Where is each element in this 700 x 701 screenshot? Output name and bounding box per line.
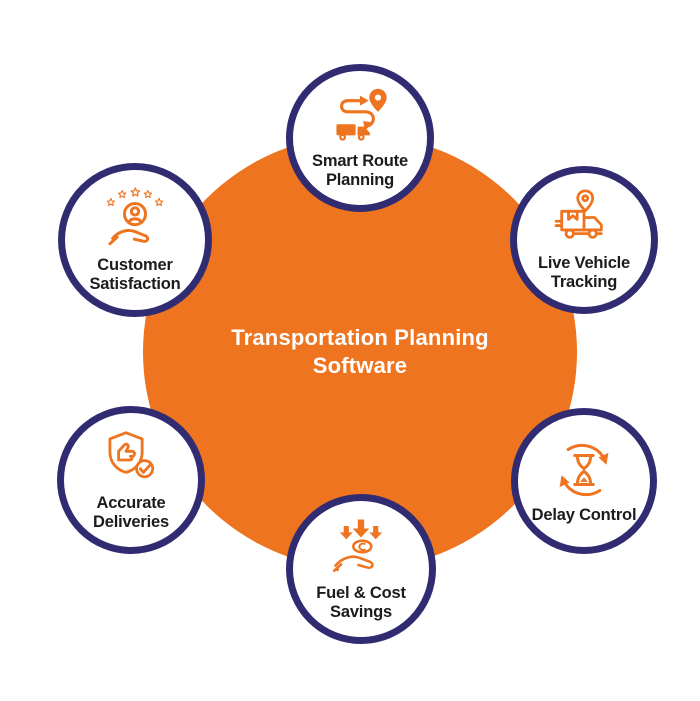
route-truck-pin-icon bbox=[336, 88, 387, 141]
hourglass-refresh-icon bbox=[559, 444, 609, 497]
node-fuel-cost-savings: Fuel & Cost Savings bbox=[286, 494, 436, 644]
hand-person-stars-icon bbox=[106, 187, 164, 246]
node-label-fuel-cost-savings: Fuel & Cost Savings bbox=[316, 584, 406, 621]
hand-coins-arrows-icon bbox=[332, 519, 383, 573]
node-smart-route-planning: Smart Route Planning bbox=[286, 64, 434, 212]
node-customer-satisfaction: Customer Satisfaction bbox=[58, 163, 212, 317]
node-live-vehicle-tracking: Live Vehicle Tracking bbox=[510, 166, 658, 314]
node-label-accurate-deliveries: Accurate Deliveries bbox=[93, 494, 169, 531]
node-accurate-deliveries: Accurate Deliveries bbox=[57, 406, 205, 554]
truck-location-pin-icon bbox=[554, 189, 603, 239]
node-label-smart-route-planning: Smart Route Planning bbox=[312, 152, 408, 189]
node-label-customer-satisfaction: Customer Satisfaction bbox=[89, 256, 181, 293]
node-delay-control: Delay Control bbox=[511, 408, 657, 554]
shield-thumbs-up-check-icon bbox=[108, 431, 155, 479]
node-label-live-vehicle-tracking: Live Vehicle Tracking bbox=[537, 254, 631, 291]
center-title: Transportation Planning Software bbox=[231, 324, 489, 378]
node-label-delay-control: Delay Control bbox=[531, 506, 637, 525]
